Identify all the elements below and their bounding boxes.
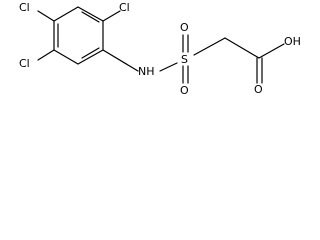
atom-cl-left-lower: Cl [19, 57, 30, 70]
ring-bond-1 [77, 6, 104, 22]
bond-c-cl-left-lower [37, 49, 55, 61]
bond-ch2-c [224, 37, 260, 59]
bond-s-ch2 [193, 37, 226, 56]
atom-s: S [181, 53, 188, 66]
bond-c-nh [102, 49, 139, 72]
bond-c-cl-top [102, 10, 121, 22]
ring-double-2 [81, 47, 100, 59]
bond-c-oh [258, 43, 285, 59]
molecule-diagram: Cl Cl Cl NH S O O O OH [19, 1, 301, 97]
ring-bond-4 [53, 49, 79, 65]
atom-nh: NH [138, 65, 155, 78]
atom-o-lower: O [180, 84, 189, 97]
atom-cl-top: Cl [119, 1, 130, 14]
ring-bond-6 [53, 6, 79, 22]
bond-nh-s [159, 62, 178, 72]
benzene-ring [53, 6, 104, 65]
ring-double-1 [81, 11, 100, 23]
atom-o-carbonyl: O [254, 83, 263, 96]
bond-c-cl-left-upper [37, 10, 55, 22]
atom-o-upper: O [180, 21, 189, 34]
atom-cl-left-upper: Cl [19, 1, 30, 14]
ring-bond-3 [77, 49, 104, 65]
atom-oh: OH [284, 35, 301, 48]
